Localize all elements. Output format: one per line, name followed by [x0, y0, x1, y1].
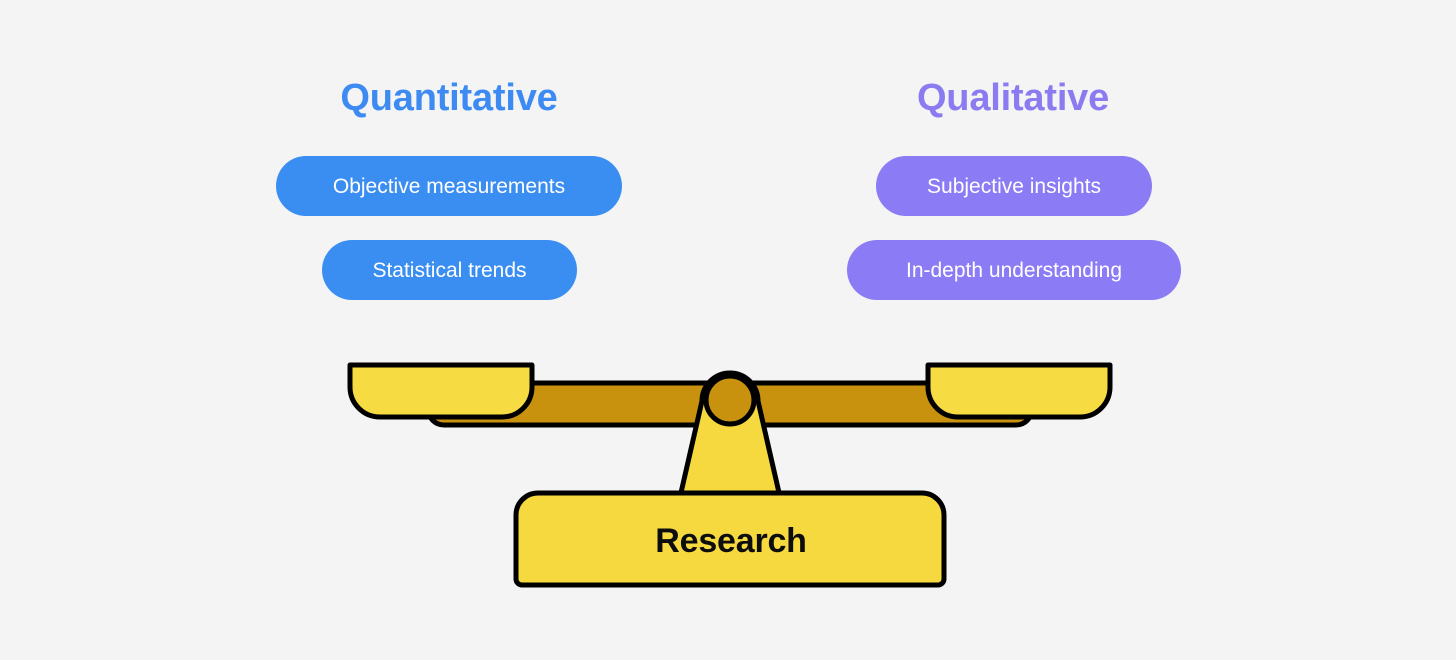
- column-heading-qualitative: Qualitative: [916, 77, 1110, 119]
- pill-label: Subjective insights: [927, 174, 1101, 198]
- pill-statistical-trends: Statistical trends: [322, 240, 577, 300]
- column-heading-quantitative: Quantitative: [340, 77, 558, 119]
- scale-pivot-hub: [703, 373, 757, 427]
- pill-label: In-depth understanding: [906, 258, 1122, 282]
- pill-subjective-insights: Subjective insights: [876, 156, 1152, 216]
- pill-in-depth-understanding: In-depth understanding: [847, 240, 1181, 300]
- scale-base: [513, 490, 947, 588]
- pill-label: Statistical trends: [372, 258, 527, 282]
- balance-scale-illustration: [330, 345, 1130, 595]
- balance-scale-icon: [347, 362, 1113, 588]
- scale-pan-left: [347, 362, 535, 420]
- scale-pan-right: [925, 362, 1113, 420]
- pill-label: Objective measurements: [332, 174, 566, 198]
- pill-objective-measurements: Objective measurements: [276, 156, 622, 216]
